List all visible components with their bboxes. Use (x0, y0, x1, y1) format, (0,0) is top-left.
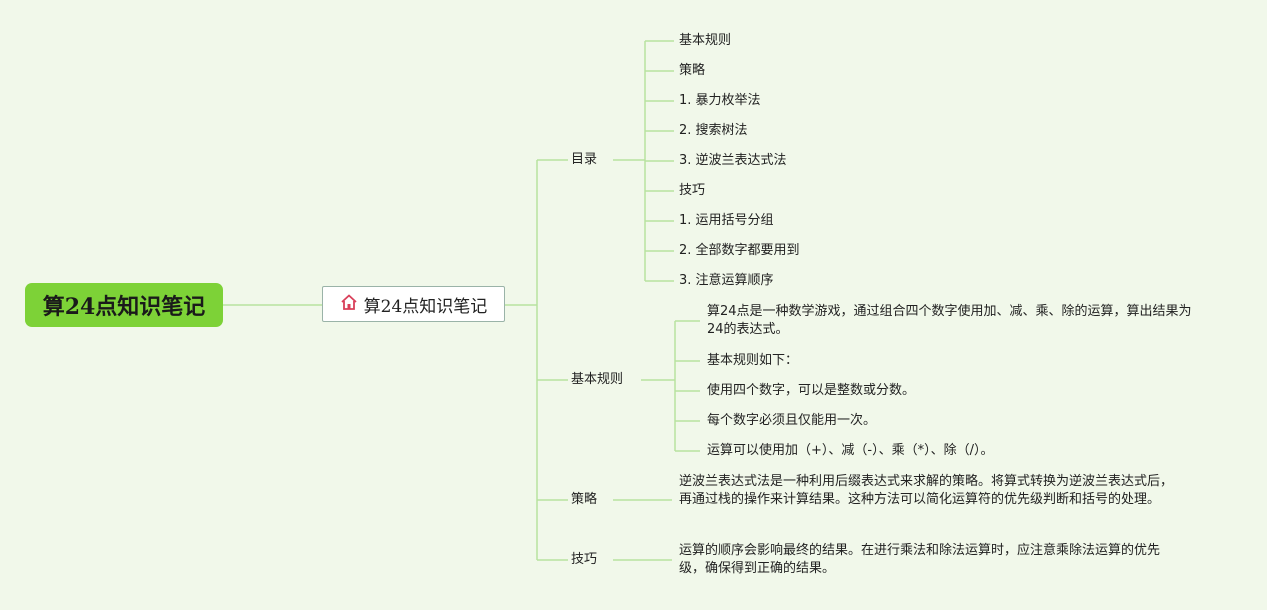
main-topic-label: 算24点知识笔记 (363, 296, 488, 317)
root-node[interactable]: 算24点知识笔记 (25, 283, 223, 327)
rules-item[interactable]: 基本规则如下： (707, 353, 799, 368)
branch-tips[interactable]: 技巧 (571, 552, 598, 567)
root-label: 算24点知识笔记 (42, 294, 206, 320)
toc-item[interactable]: 策略 (679, 63, 706, 78)
toc-item[interactable]: 3. 逆波兰表达式法 (679, 153, 787, 168)
rules-item[interactable]: 每个数字必须且仅能用一次。 (707, 413, 877, 428)
tips-text[interactable]: 运算的顺序会影响最终的结果。在进行乘法和除法运算时，应注意乘除法运算的优先级，确… (679, 543, 1161, 576)
toc-item[interactable]: 1. 暴力枚举法 (679, 93, 761, 108)
rules-item[interactable]: 算24点是一种数学游戏，通过组合四个数字使用加、减、乘、除的运算，算出结果为24… (707, 304, 1192, 337)
home-icon (340, 293, 358, 316)
branch-toc[interactable]: 目录 (571, 152, 598, 167)
toc-item[interactable]: 2. 全部数字都要用到 (679, 243, 800, 258)
branch-rules[interactable]: 基本规则 (571, 372, 624, 387)
toc-item[interactable]: 基本规则 (679, 33, 732, 48)
branch-strategy[interactable]: 策略 (571, 492, 598, 507)
toc-item[interactable]: 3. 注意运算顺序 (679, 273, 774, 288)
main-topic-node[interactable]: 算24点知识笔记 (322, 286, 505, 322)
toc-item[interactable]: 技巧 (679, 183, 706, 198)
toc-item[interactable]: 1. 运用括号分组 (679, 213, 774, 228)
rules-item[interactable]: 运算可以使用加（+）、减（-）、乘（*）、除（/）。 (707, 443, 994, 458)
toc-item[interactable]: 2. 搜索树法 (679, 123, 748, 138)
strategy-text[interactable]: 逆波兰表达式法是一种利用后缀表达式来求解的策略。将算式转换为逆波兰表达式后，再通… (679, 474, 1174, 507)
rules-item[interactable]: 使用四个数字，可以是整数或分数。 (707, 383, 916, 398)
